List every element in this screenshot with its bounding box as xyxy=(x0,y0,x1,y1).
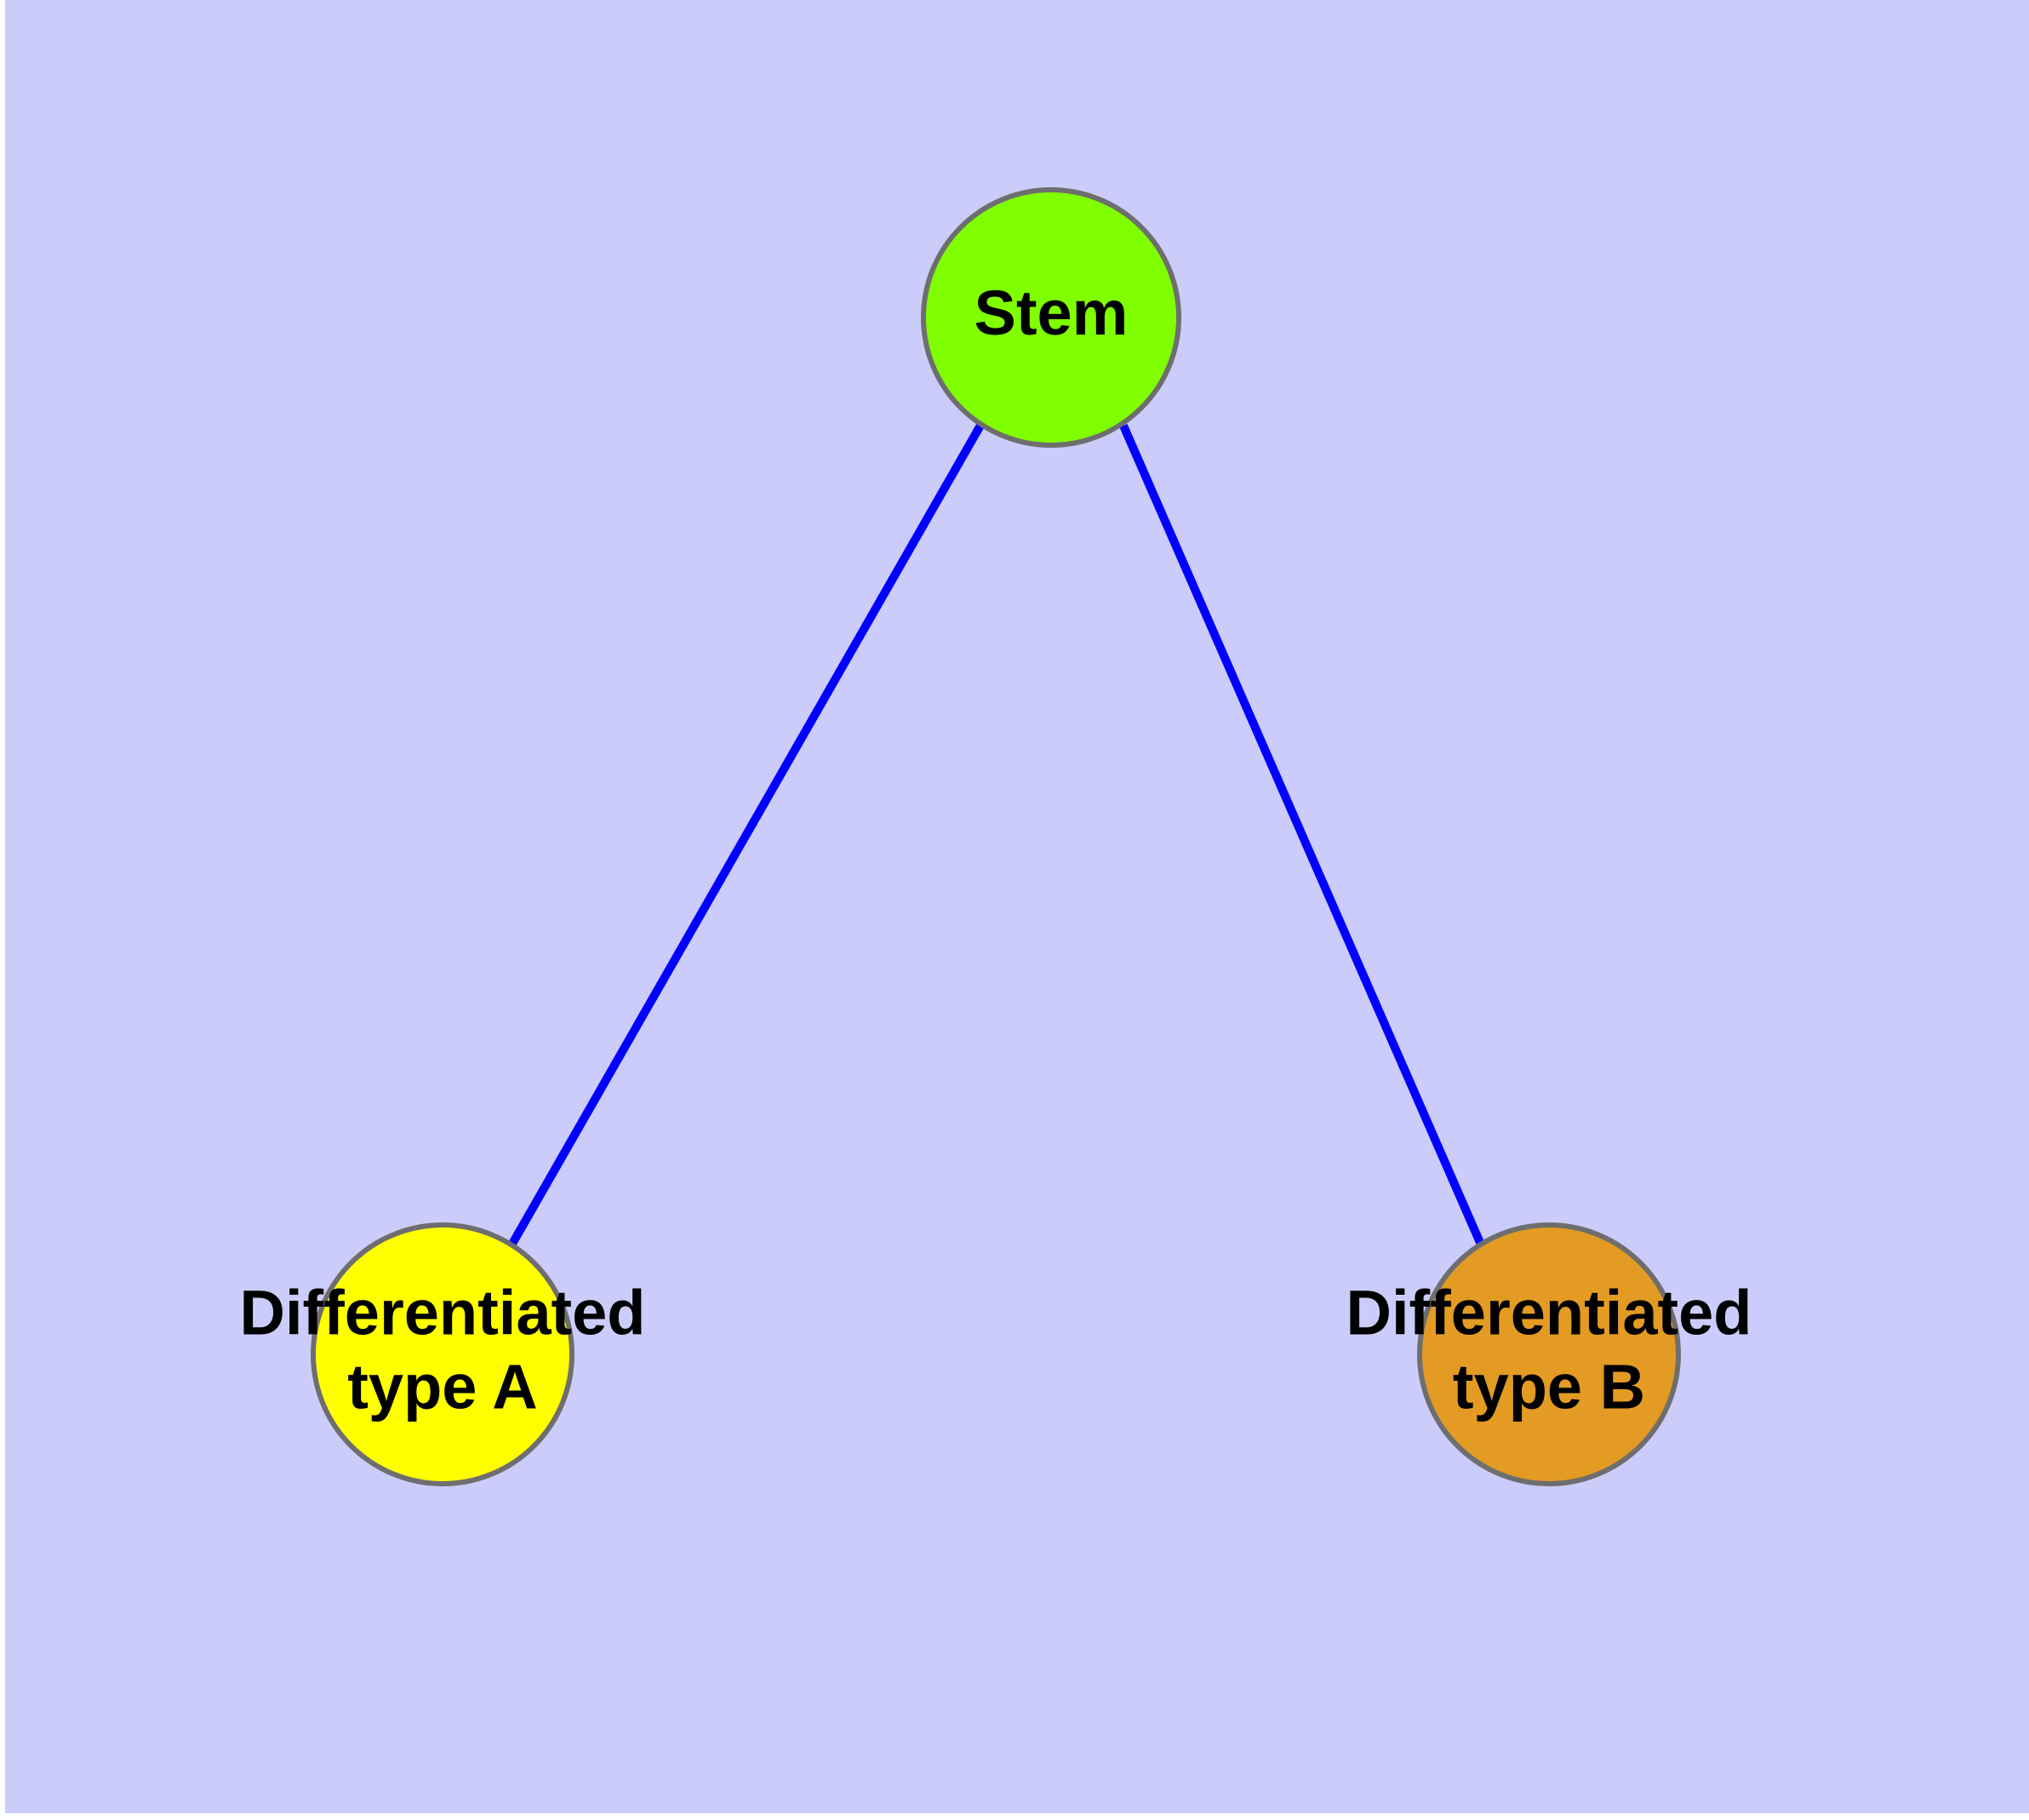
node-label-line: type A xyxy=(347,1351,537,1422)
node-circle-stem[interactable] xyxy=(921,187,1181,448)
node-label-line: Differentiated xyxy=(240,1277,646,1348)
node-label-line: Differentiated xyxy=(1346,1277,1752,1348)
edges-layer xyxy=(508,421,1485,1247)
node-label-stem: Stem xyxy=(974,278,1129,348)
node-circle-diff_b[interactable] xyxy=(1417,1222,1681,1486)
node-stem[interactable]: Stem xyxy=(921,187,1181,448)
node-label-line: Stem xyxy=(974,278,1129,348)
node-label-line: type B xyxy=(1453,1351,1645,1422)
edge-stem-diff-a[interactable] xyxy=(508,421,986,1246)
node-circle-diff_a[interactable] xyxy=(311,1222,574,1486)
edge-stem-diff-b[interactable] xyxy=(1119,423,1485,1247)
